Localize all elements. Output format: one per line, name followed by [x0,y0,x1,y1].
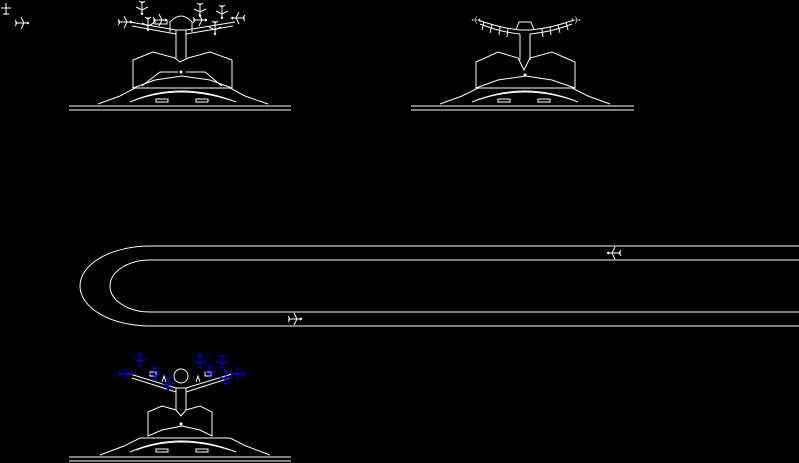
runway-loop [79,245,799,327]
terminal-plan-top-right [411,16,634,111]
aircraft-topleft-b [14,16,30,30]
aircraft-on-taxiway-bottom [287,312,303,326]
aircraft-topleft-a [1,3,11,15]
aircraft-on-taxiway-top [606,246,622,260]
terminal-plan-bottom-left [69,352,291,462]
terminal-plan-top-left [69,0,291,111]
